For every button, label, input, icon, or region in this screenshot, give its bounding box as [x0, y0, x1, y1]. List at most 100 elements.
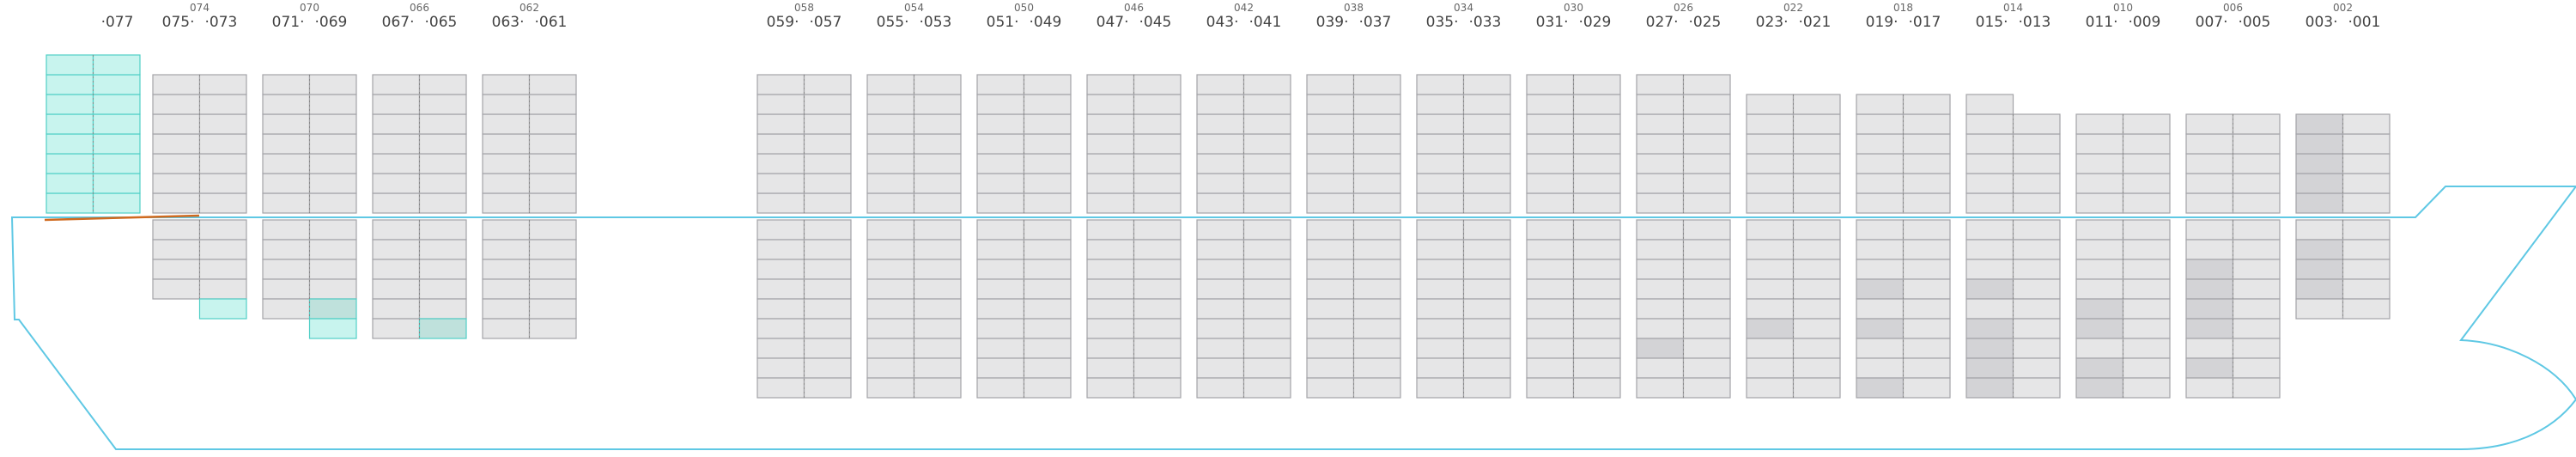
deck-slot-067-t6l[interactable] [372, 94, 421, 115]
hold-slot-047-t1l[interactable] [1086, 219, 1135, 241]
deck-slot-023-t3l[interactable] [1746, 153, 1795, 174]
deck-slot-043-t6l[interactable] [1196, 94, 1245, 115]
hold-slot-003-t4l[interactable] [2295, 278, 2344, 300]
hold-slot-023-t5r[interactable] [1792, 298, 1841, 320]
hold-slot-051-t6r[interactable] [1023, 318, 1072, 339]
deck-slot-055-t3l[interactable] [866, 153, 915, 174]
deck-slot-067-t4l[interactable] [372, 133, 421, 155]
hold-slot-011-t6l[interactable] [2075, 318, 2124, 339]
deck-slot-019-t2l[interactable] [1856, 173, 1905, 194]
hold-slot-035-t8r[interactable] [1462, 357, 1511, 379]
deck-slot-055-t6r[interactable] [913, 94, 962, 115]
hold-slot-015-t5r[interactable] [2012, 298, 2061, 320]
deck-slot-023-t1r[interactable] [1792, 192, 1841, 214]
deck-slot-023-t6l[interactable] [1746, 94, 1795, 115]
hold-slot-071-t2l[interactable] [262, 239, 311, 260]
hold-slot-039-t1l[interactable] [1306, 219, 1355, 241]
deck-slot-007-t3l[interactable] [2185, 153, 2234, 174]
hold-slot-055-t1l[interactable] [866, 219, 915, 241]
hold-slot-027-t2l[interactable] [1636, 239, 1685, 260]
hold-slot-055-t9l[interactable] [866, 377, 915, 399]
hold-slot-007-t9r[interactable] [2232, 377, 2281, 399]
deck-slot-019-t5l[interactable] [1856, 113, 1905, 135]
deck-slot-027-t5l[interactable] [1636, 113, 1685, 135]
hold-slot-011-t5r[interactable] [2122, 298, 2171, 320]
hold-slot-063-t4r[interactable] [528, 278, 577, 300]
hold-slot-035-t6r[interactable] [1462, 318, 1511, 339]
deck-slot-007-t3r[interactable] [2232, 153, 2281, 174]
deck-slot-023-t6r[interactable] [1792, 94, 1841, 115]
deck-slot-051-t3l[interactable] [976, 153, 1025, 174]
deck-slot-019-t3l[interactable] [1856, 153, 1905, 174]
deck-slot-039-t2r[interactable] [1352, 173, 1401, 194]
hold-slot-063-t6l[interactable] [482, 318, 531, 339]
hold-slot-023-t7r[interactable] [1792, 338, 1841, 359]
hold-slot-063-t2l[interactable] [482, 239, 531, 260]
deck-slot-071-t7r[interactable] [308, 74, 357, 95]
hold-slot-059-t4l[interactable] [756, 278, 805, 300]
hold-slot-047-t4l[interactable] [1086, 278, 1135, 300]
deck-slot-063-t6l[interactable] [482, 94, 531, 115]
deck-slot-071-t2r[interactable] [308, 173, 357, 194]
hold-slot-043-t1r[interactable] [1242, 219, 1291, 241]
hold-slot-051-t9l[interactable] [976, 377, 1025, 399]
deck-slot-047-t7l[interactable] [1086, 74, 1135, 95]
deck-slot-007-t5l[interactable] [2185, 113, 2234, 135]
hold-slot-019-t6l[interactable] [1856, 318, 1905, 339]
hold-slot-015-t6r[interactable] [2012, 318, 2061, 339]
hold-slot-019-t7r[interactable] [1902, 338, 1951, 359]
deck-slot-015-t5l[interactable] [1965, 113, 2014, 135]
deck-slot-031-t7l[interactable] [1526, 74, 1575, 95]
hold-slot-031-t8l[interactable] [1526, 357, 1575, 379]
hold-slot-059-t2l[interactable] [756, 239, 805, 260]
hold-slot-063-t5l[interactable] [482, 298, 531, 320]
deck-slot-019-t4l[interactable] [1856, 133, 1905, 155]
hold-slot-011-t7l[interactable] [2075, 338, 2124, 359]
deck-slot-059-t7l[interactable] [756, 74, 805, 95]
hold-slot-039-t8l[interactable] [1306, 357, 1355, 379]
deck-slot-003-t2r[interactable] [2342, 173, 2391, 194]
deck-slot-039-t3r[interactable] [1352, 153, 1401, 174]
hold-slot-067-t2l[interactable] [372, 239, 421, 260]
deck-slot-059-t2r[interactable] [803, 173, 852, 194]
hold-slot-071-t1l[interactable] [262, 219, 311, 241]
hold-slot-055-t7r[interactable] [913, 338, 962, 359]
hold-slot-059-t2r[interactable] [803, 239, 852, 260]
deck-slot-039-t7r[interactable] [1352, 74, 1401, 95]
hold-slot-051-t3r[interactable] [1023, 259, 1072, 280]
deck-slot-027-t6r[interactable] [1682, 94, 1731, 115]
hold-slot-059-t3r[interactable] [803, 259, 852, 280]
deck-slot-019-t4r[interactable] [1902, 133, 1951, 155]
hold-slot-007-t8r[interactable] [2232, 357, 2281, 379]
hold-slot-067-t2r[interactable] [418, 239, 467, 260]
hold-slot-007-t7l[interactable] [2185, 338, 2234, 359]
hold-slot-035-t7r[interactable] [1462, 338, 1511, 359]
hold-slot-003-t4r[interactable] [2342, 278, 2391, 300]
hold-slot-051-t2l[interactable] [976, 239, 1025, 260]
hold-slot-059-t6r[interactable] [803, 318, 852, 339]
deck-slot-071-t1r[interactable] [308, 192, 357, 214]
hold-slot-019-t8l[interactable] [1856, 357, 1905, 379]
hold-slot-023-t1r[interactable] [1792, 219, 1841, 241]
deck-slot-077-t5r[interactable] [92, 113, 141, 135]
deck-slot-067-t5r[interactable] [418, 113, 467, 135]
deck-slot-051-t3r[interactable] [1023, 153, 1072, 174]
hold-slot-055-t7l[interactable] [866, 338, 915, 359]
hold-slot-023-t9l[interactable] [1746, 377, 1795, 399]
deck-slot-007-t4l[interactable] [2185, 133, 2234, 155]
deck-slot-043-t3r[interactable] [1242, 153, 1291, 174]
hold-slot-043-t6l[interactable] [1196, 318, 1245, 339]
hold-slot-011-t9r[interactable] [2122, 377, 2171, 399]
hold-slot-051-t5l[interactable] [976, 298, 1025, 320]
deck-slot-059-t7r[interactable] [803, 74, 852, 95]
deck-slot-055-t5r[interactable] [913, 113, 962, 135]
hold-slot-035-t1l[interactable] [1416, 219, 1465, 241]
hold-slot-047-t1r[interactable] [1133, 219, 1182, 241]
hold-slot-007-t4r[interactable] [2232, 278, 2281, 300]
hold-slot-043-t2l[interactable] [1196, 239, 1245, 260]
deck-slot-019-t1l[interactable] [1856, 192, 1905, 214]
deck-slot-003-t1l[interactable] [2295, 192, 2344, 214]
deck-slot-075-t2l[interactable] [152, 173, 201, 194]
deck-slot-027-t2l[interactable] [1636, 173, 1685, 194]
hold-slot-067-t3l[interactable] [372, 259, 421, 280]
